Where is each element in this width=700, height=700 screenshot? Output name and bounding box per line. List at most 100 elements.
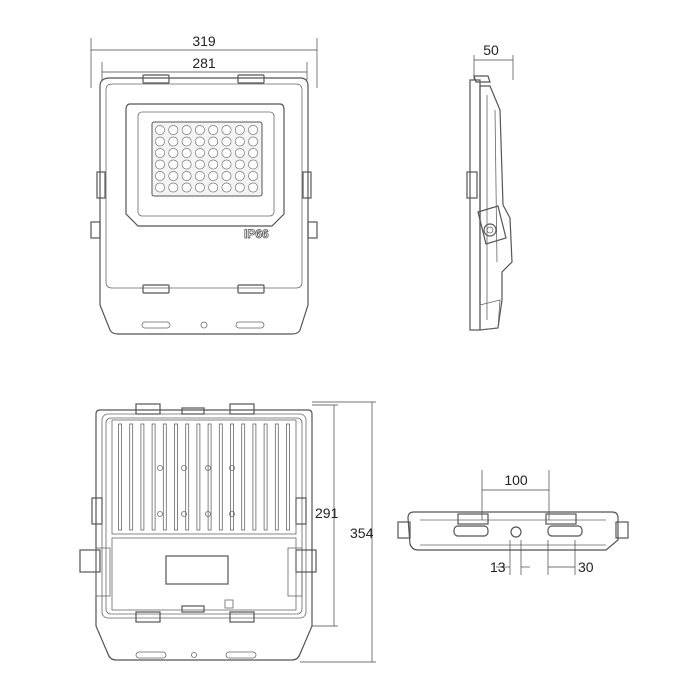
front-view: 319 281 IP66 [90, 33, 318, 335]
dim-label-30: 30 [578, 559, 594, 575]
led-lens [234, 148, 245, 158]
led-lens [248, 148, 258, 158]
dim-label-291: 291 [315, 505, 339, 521]
clip-bottom-left [142, 284, 170, 294]
led-lens [221, 159, 232, 170]
dim-label-100: 100 [504, 472, 528, 488]
dim-319: 319 [90, 33, 318, 88]
clip-top-right [237, 74, 265, 84]
rear-clip-bottom-left [135, 611, 161, 623]
led-lens [221, 148, 232, 158]
dim-100: 100 [481, 470, 550, 520]
led-lens [248, 182, 258, 193]
led-lens [181, 125, 192, 135]
led-lens [181, 136, 192, 147]
dim-label-319: 319 [192, 33, 216, 49]
bottom-view: 100 13 30 [397, 470, 629, 575]
mount-slot-left [453, 525, 489, 537]
heat-sink-fin [252, 423, 257, 531]
led-lens [168, 125, 179, 135]
rear-clip-top-right [229, 403, 255, 415]
led-lens [221, 182, 232, 193]
led-lens [208, 171, 219, 181]
dim-label-13: 13 [490, 559, 506, 575]
led-lens [155, 125, 165, 135]
dim-50: 50 [473, 42, 514, 80]
mount-hole [510, 526, 522, 538]
heat-sink-fin [162, 423, 167, 531]
led-lens [155, 171, 165, 181]
led-panel [151, 121, 263, 197]
heat-sink-fin [185, 423, 190, 531]
side-view: 50 [466, 42, 514, 331]
led-lens [168, 148, 179, 158]
led-lens [248, 125, 258, 135]
mount-slot-right [547, 525, 583, 537]
led-lens [234, 182, 245, 193]
led-lens [155, 148, 165, 158]
heat-sink-fin [230, 423, 234, 531]
clip-top-left [142, 74, 170, 84]
led-lens [168, 182, 179, 193]
led-lens [234, 136, 245, 147]
led-lens [208, 148, 219, 158]
driver-label-plate [165, 555, 229, 585]
led-lens [155, 136, 165, 147]
led-lens [194, 171, 205, 181]
led-lens [234, 159, 245, 170]
heat-sink-fin [263, 423, 268, 531]
heat-sink-fin [151, 423, 156, 531]
led-lens [208, 136, 219, 147]
led-lens [221, 125, 232, 135]
led-lens [248, 171, 258, 181]
heat-sink-fin [241, 423, 246, 531]
led-lens [181, 171, 192, 181]
heat-sink-fin [118, 423, 122, 531]
mount-knob-right [307, 221, 318, 239]
led-lens [168, 171, 179, 181]
led-grid [155, 125, 258, 193]
led-lens [234, 171, 245, 181]
led-lens [155, 159, 165, 170]
led-lens [168, 136, 179, 147]
side-clip-right [302, 171, 312, 199]
led-lens [234, 125, 245, 135]
heat-sink-fin [274, 423, 279, 531]
led-lens [181, 148, 192, 158]
heat-sink-fin [286, 423, 290, 531]
rear-clip-top-left [135, 403, 161, 415]
led-lens [168, 159, 179, 170]
led-lens [248, 159, 258, 170]
heat-sink-fin [207, 423, 212, 531]
led-lens [194, 182, 205, 193]
led-lens [208, 182, 219, 193]
led-lens [248, 136, 258, 147]
clip-bottom-right [237, 284, 265, 294]
heat-sink-fins [118, 423, 290, 531]
dim-281: 281 [101, 55, 308, 80]
heat-sink-fin [218, 423, 223, 531]
led-lens [155, 182, 165, 193]
led-lens [194, 125, 205, 135]
dim-354: 354 [300, 401, 376, 663]
mount-knob-left [90, 221, 101, 239]
heat-sink-fin [140, 423, 145, 531]
led-lens [208, 159, 219, 170]
led-lens [221, 136, 232, 147]
led-lens [194, 159, 205, 170]
dim-label-50: 50 [483, 42, 499, 58]
led-lens [194, 136, 205, 147]
led-lens [221, 171, 232, 181]
dim-label-281: 281 [192, 55, 216, 71]
led-lens [194, 148, 205, 158]
ip-rating-mark: IP66 [244, 227, 269, 241]
side-clip-left [96, 171, 106, 199]
rear-mount-left [79, 549, 101, 573]
rear-view: 291 354 [79, 401, 376, 663]
heat-sink-fin [174, 423, 178, 531]
heat-sink-fin [196, 423, 201, 531]
dim-291: 291 [312, 404, 339, 627]
led-lens [181, 159, 192, 170]
rear-clip-bottom-right [229, 611, 255, 623]
